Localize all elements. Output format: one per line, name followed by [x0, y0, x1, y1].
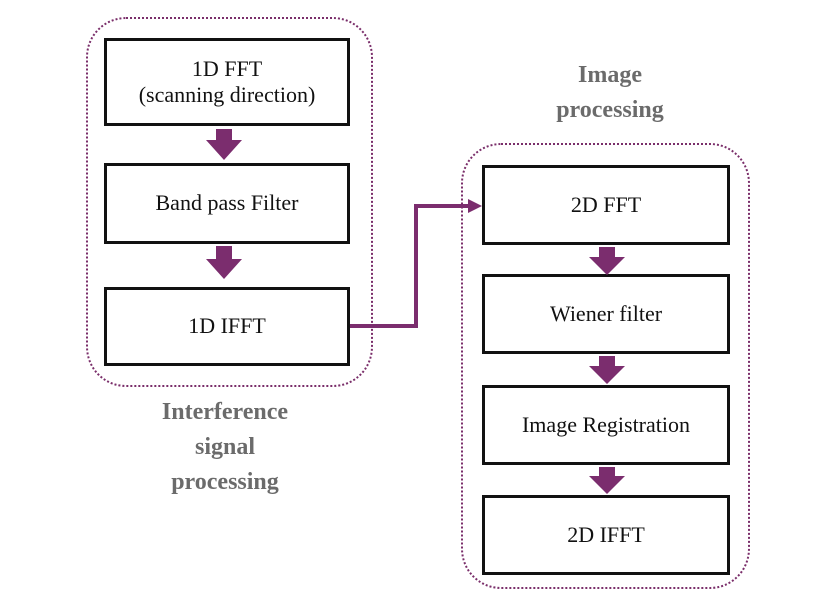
interference-label-line2: signal [194, 433, 256, 460]
connector-arrowhead-icon [468, 199, 482, 213]
step-1d-fft-line2: (scanning direction) [138, 82, 316, 107]
interference-label-line1: Interference [161, 399, 289, 425]
image-label-line2: processing [556, 96, 664, 123]
step-band-pass-filter-label: Band pass Filter [155, 190, 299, 216]
step-2d-ifft-box: 2D IFFT [482, 495, 730, 575]
image-processing-group [461, 143, 750, 589]
step-image-registration-label: Image Registration [521, 411, 690, 437]
step-2d-ifft-label: 2D IFFT [567, 521, 645, 547]
step-1d-fft-box: 1D FFT (scanning direction) [104, 38, 350, 126]
down-arrow-icon [589, 356, 625, 384]
step-1d-fft-line1: 1D FFT [191, 55, 263, 81]
step-image-registration-box: Image Registration [482, 385, 730, 465]
step-2d-fft-box: 2D FFT [482, 165, 730, 245]
step-1d-ifft-label: 1D IFFT [188, 313, 266, 339]
image-label-line1: Image [578, 62, 642, 88]
image-processing-label: Image processing [505, 58, 715, 128]
step-band-pass-filter-box: Band pass Filter [104, 163, 350, 244]
connector-arrow-line [350, 204, 470, 328]
step-2d-fft-label: 2D FFT [570, 191, 642, 217]
interference-label-line3: processing [171, 468, 279, 495]
interference-processing-label: Interference signal processing [120, 395, 330, 499]
down-arrow-icon [206, 129, 242, 160]
step-1d-ifft-box: 1D IFFT [104, 287, 350, 366]
interference-processing-group [86, 17, 373, 387]
step-wiener-filter-label: Wiener filter [549, 300, 663, 326]
down-arrow-icon [589, 467, 625, 494]
step-wiener-filter-box: Wiener filter [482, 274, 730, 354]
down-arrow-icon [206, 246, 242, 279]
down-arrow-icon [589, 247, 625, 275]
